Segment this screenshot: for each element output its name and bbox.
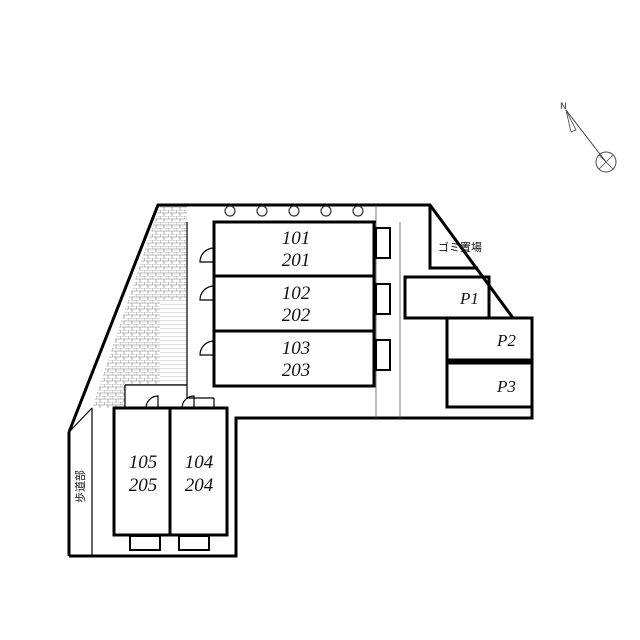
tree-icon <box>320 205 332 217</box>
ac-units-south <box>129 535 210 551</box>
parking-space-p1[interactable]: P1 <box>403 275 491 320</box>
svg-text:104: 104 <box>185 452 214 473</box>
sidewalk-strip <box>67 407 93 556</box>
doors-south <box>145 395 195 409</box>
doors-west <box>199 247 215 356</box>
tree-row <box>224 205 364 217</box>
door-icon <box>181 395 195 409</box>
tree-icon <box>352 205 364 217</box>
compass-icon: N <box>560 102 617 173</box>
svg-text:202: 202 <box>282 305 311 326</box>
door-icon <box>199 340 215 356</box>
svg-text:P3: P3 <box>496 377 516 396</box>
ac-unit-icon <box>375 339 391 371</box>
door-icon <box>145 395 159 409</box>
svg-text:N: N <box>560 102 567 112</box>
door-icon <box>199 285 215 301</box>
tree-icon <box>224 205 236 217</box>
ac-unit-icon <box>129 535 161 551</box>
ac-unit-icon <box>375 227 391 259</box>
unit-104-204[interactable]: 104 204 <box>168 406 229 537</box>
parking-space-p2[interactable]: P2 <box>445 316 534 362</box>
tree-icon <box>256 205 268 217</box>
garbage-area: ゴミ置場 <box>428 205 482 270</box>
svg-text:101: 101 <box>282 228 311 249</box>
svg-text:歩道部: 歩道部 <box>73 470 87 503</box>
sidewalk-label: 歩道部 <box>73 470 87 503</box>
ac-unit-icon <box>375 283 391 315</box>
tree-icon <box>288 205 300 217</box>
parking-space-p3[interactable]: P3 <box>445 361 534 409</box>
svg-text:203: 203 <box>282 360 311 381</box>
unit-105-205[interactable]: 105 205 <box>112 406 172 537</box>
stair-hatch <box>160 300 187 385</box>
ac-units-east <box>375 227 391 371</box>
unit-102-202[interactable]: 102 202 <box>212 274 376 333</box>
svg-text:105: 105 <box>129 452 158 473</box>
svg-text:205: 205 <box>129 475 158 496</box>
svg-text:102: 102 <box>282 283 311 304</box>
svg-text:P2: P2 <box>496 331 516 350</box>
svg-text:103: 103 <box>282 338 311 359</box>
svg-text:P1: P1 <box>459 289 479 308</box>
svg-text:ゴミ置場: ゴミ置場 <box>438 240 482 254</box>
ac-unit-icon <box>178 535 210 551</box>
unit-103-203[interactable]: 103 203 <box>212 329 376 388</box>
door-icon <box>199 247 215 263</box>
unit-101-201[interactable]: 101 201 <box>212 220 376 278</box>
svg-text:204: 204 <box>185 475 214 496</box>
svg-text:201: 201 <box>282 250 311 271</box>
